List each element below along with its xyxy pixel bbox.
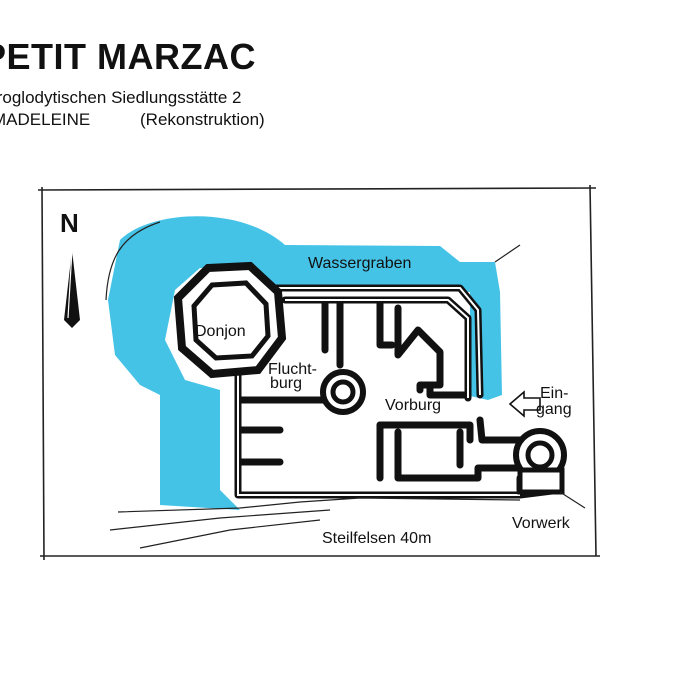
entrance-arrow [508, 390, 541, 418]
subtitle-line-2: MADELEINE [0, 110, 91, 129]
moat-edges [105, 221, 521, 301]
refuge-tower [320, 369, 366, 415]
map-frame [37, 184, 600, 561]
entrance-label-2: gang [536, 401, 572, 418]
north-label: N [60, 208, 79, 238]
page-title: PETIT MARZAC [0, 36, 256, 77]
outwork-label: Vorwerk [512, 515, 571, 532]
bailey-label: Vorburg [385, 397, 441, 414]
cliff-lines [109, 491, 586, 549]
refuge-label-1: Flucht- [268, 361, 317, 378]
refuge-label-2: burg [270, 375, 302, 392]
keep-tower [173, 261, 287, 379]
moat-label: Wassergraben [308, 255, 411, 272]
keep-label: Donjon [195, 323, 246, 340]
cliff-label: Steilfelsen 40m [322, 530, 431, 547]
outwork-tower [513, 428, 567, 495]
reconstruction-note: (Rekonstruktion) [140, 110, 265, 129]
castle-walls-inner-lines [237, 287, 520, 496]
north-arrow: N [60, 208, 80, 328]
entrance-label-1: Ein- [540, 385, 568, 402]
subtitle-line-1: troglodytischen Siedlungsstätte 2 [0, 88, 242, 107]
